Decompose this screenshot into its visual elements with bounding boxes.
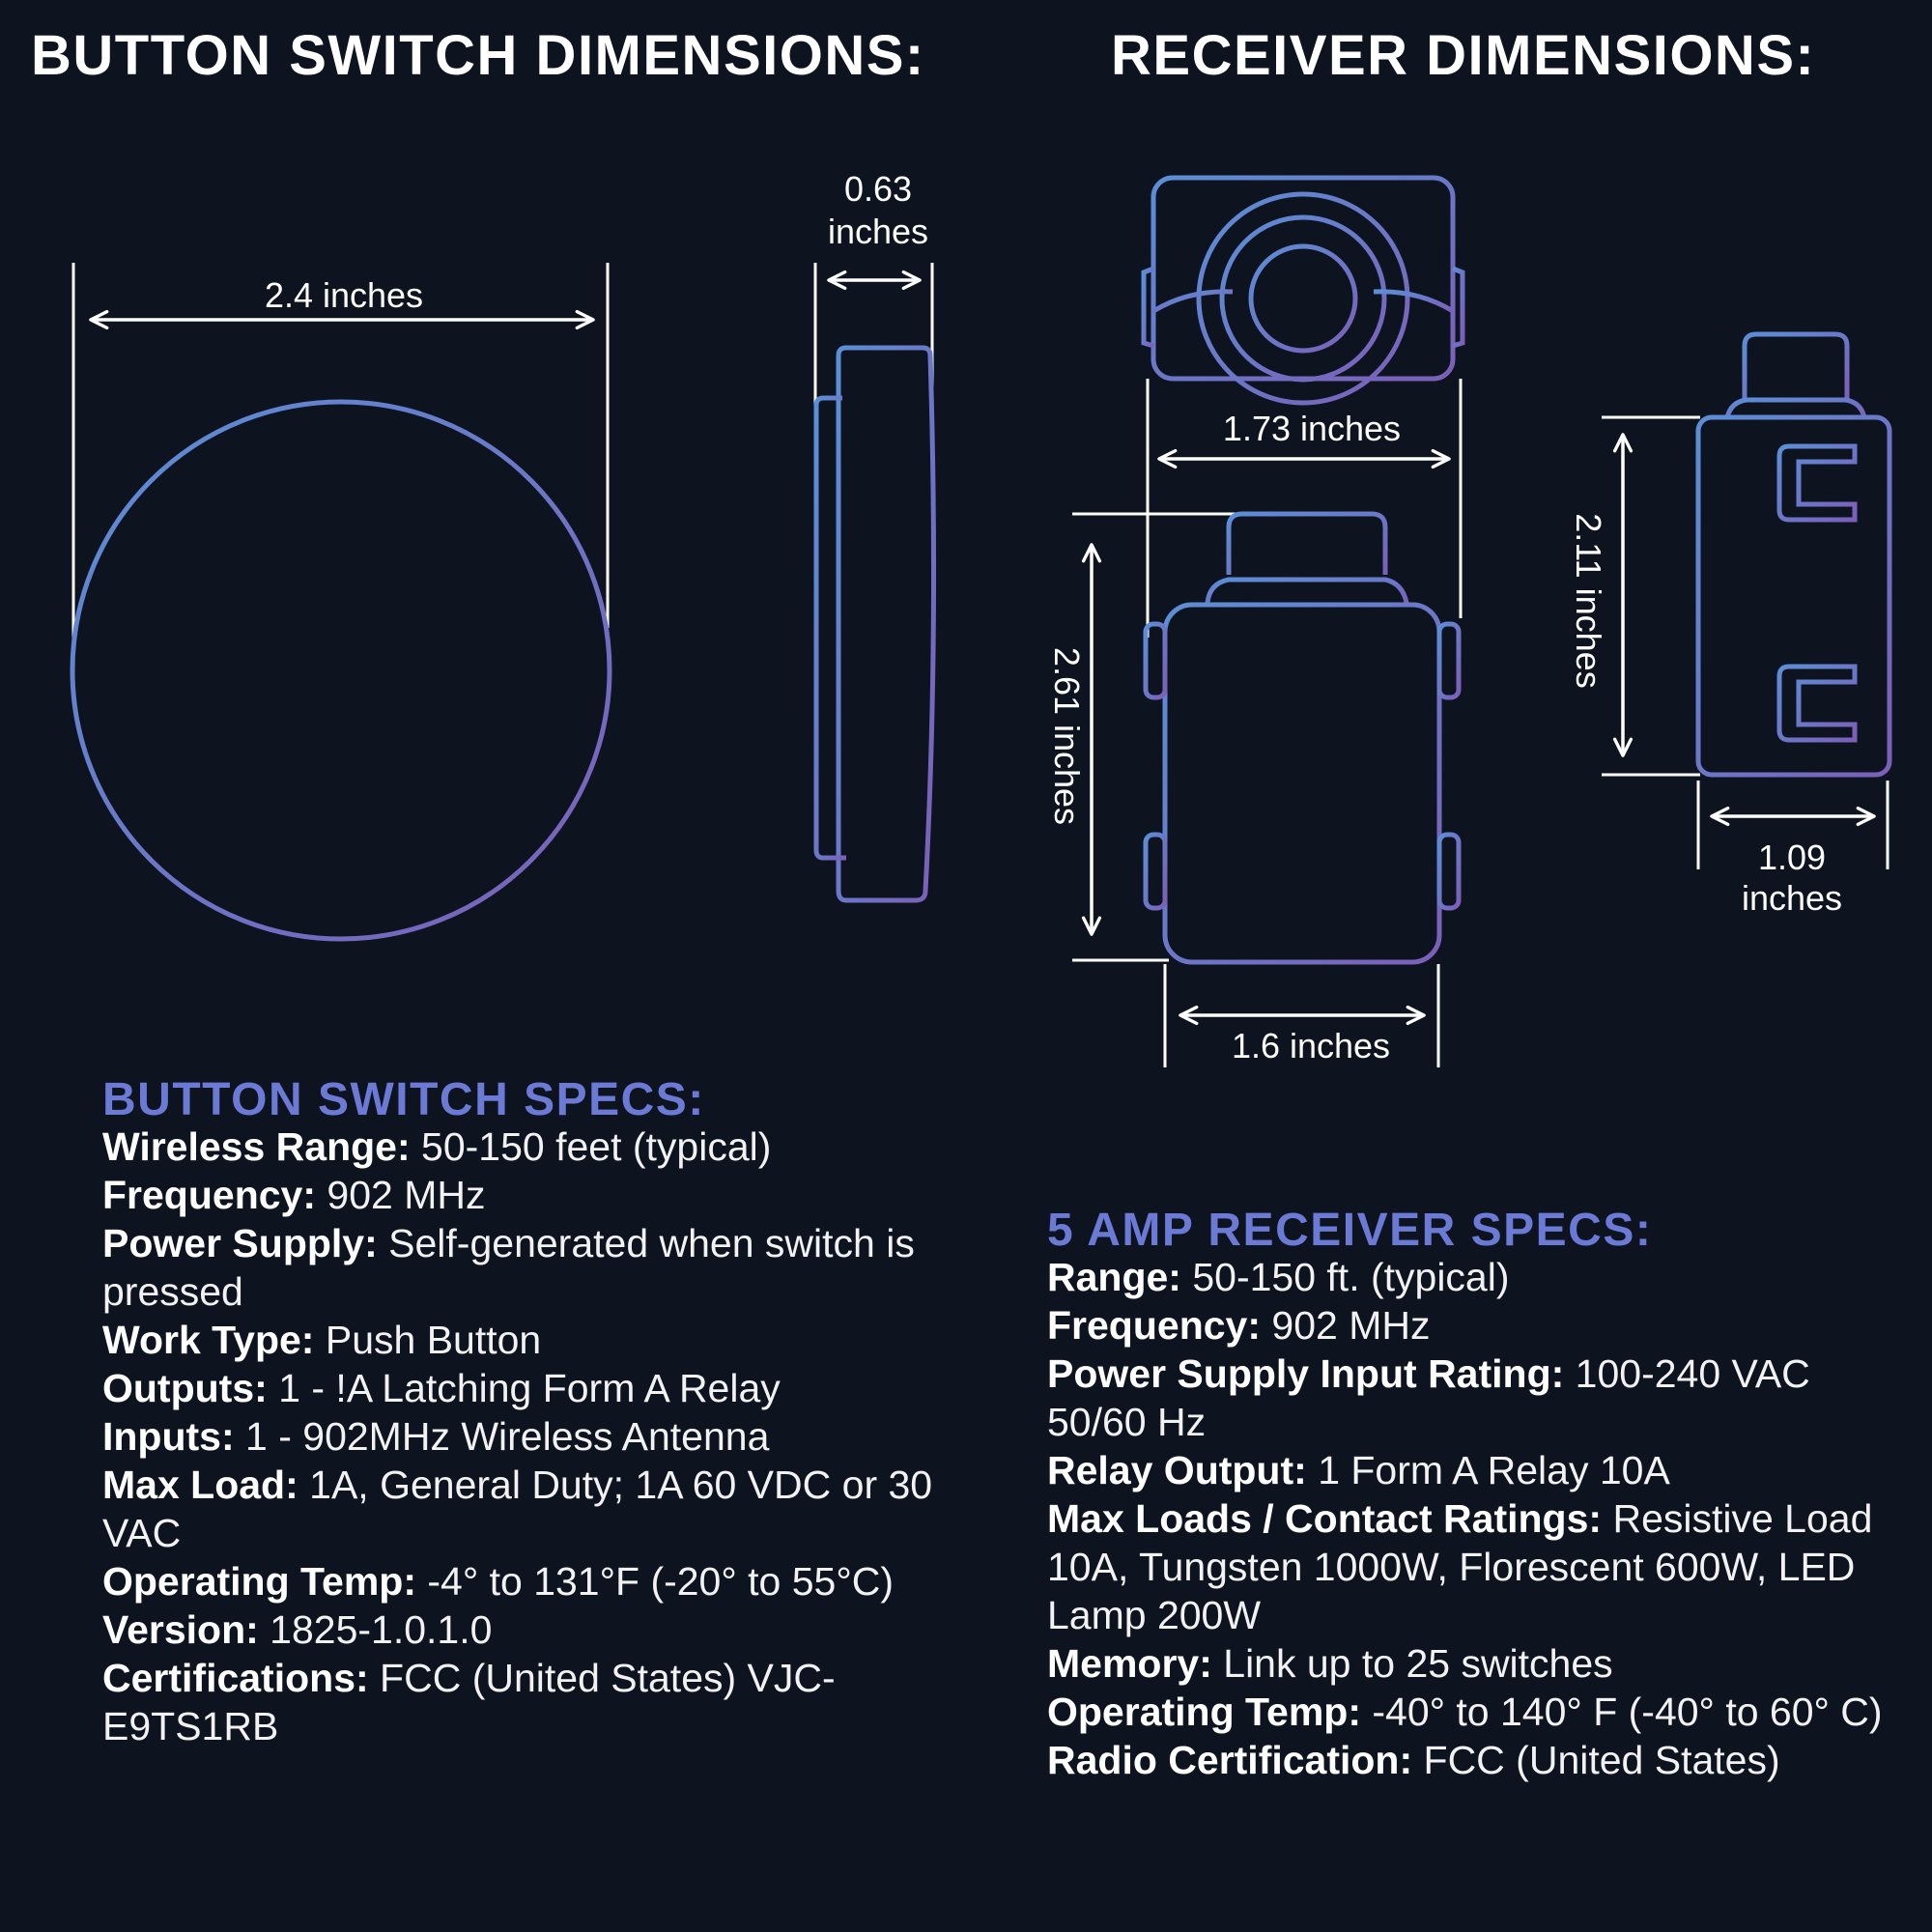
spec-value: 1 - !A Latching Form A Relay: [267, 1366, 781, 1410]
button-thickness-unit: inches: [828, 212, 928, 251]
spec-label: Outputs:: [102, 1366, 268, 1410]
spec-label: Memory:: [1047, 1641, 1212, 1686]
spec-label: Max Load:: [102, 1463, 298, 1507]
receiver-front-view: 2.61 inches 1.6 inches: [1047, 511, 1462, 1067]
spec-value: -4° to 131°F (-20° to 55°C): [415, 1559, 894, 1604]
spec-row: Certifications: FCC (United States) VJC-…: [102, 1654, 933, 1750]
spec-label: Max Loads / Contact Ratings:: [1047, 1496, 1603, 1541]
spec-row: Relay Output: 1 Form A Relay 10A: [1047, 1446, 1897, 1494]
button-specs: BUTTON SWITCH SPECS: Wireless Range: 50-…: [102, 1072, 933, 1750]
spec-value: -40° to 140° F (-40° to 60° C): [1360, 1690, 1883, 1734]
button-side-view: 0.63 inches: [813, 169, 937, 903]
spec-value: FCC (United States): [1412, 1738, 1780, 1782]
spec-label: Power Supply:: [102, 1221, 378, 1265]
button-thickness-value: 0.63: [844, 169, 912, 209]
spec-row: Inputs: 1 - 902MHz Wireless Antenna: [102, 1412, 933, 1461]
spec-value: FCC (United States) VJC-E9TS1RB: [102, 1656, 836, 1748]
spec-value: 50-150 feet (typical): [410, 1124, 772, 1169]
spec-value: 1825-1.0.1.0: [258, 1607, 493, 1652]
receiver-side-view: 2.11 inches 1.09 inches: [1569, 331, 1892, 918]
spec-row: Power Supply: Self-generated when switch…: [102, 1219, 933, 1316]
spec-label: Operating Temp:: [1047, 1690, 1361, 1734]
button-dimensions-heading: BUTTON SWITCH DIMENSIONS:: [31, 24, 925, 87]
spec-row: Frequency: 902 MHz: [102, 1171, 933, 1219]
spec-value: 100-240 VAC 50/60 Hz: [1047, 1351, 1810, 1444]
spec-value: 50-150 ft. (typical): [1180, 1255, 1510, 1299]
spec-value: Resistive Load 10A, Tungsten 1000W, Flor…: [1047, 1496, 1873, 1637]
spec-row: Wireless Range: 50-150 feet (typical): [102, 1122, 933, 1171]
receiver-specs-title: 5 AMP RECEIVER SPECS:: [1047, 1205, 1653, 1256]
spec-row: Memory: Link up to 25 switches: [1047, 1639, 1897, 1688]
spec-label: Inputs:: [102, 1414, 235, 1459]
spec-row: Max Loads / Contact Ratings: Resistive L…: [1047, 1494, 1897, 1639]
spec-label: Wireless Range:: [102, 1124, 411, 1169]
spec-row: Work Type: Push Button: [102, 1316, 933, 1364]
spec-label: Version:: [102, 1607, 259, 1652]
spec-value: Link up to 25 switches: [1211, 1641, 1613, 1686]
button-front-view: 2.4 inches: [70, 263, 612, 942]
spec-label: Certifications:: [102, 1656, 369, 1700]
receiver-top-view: 1.73 inches: [1141, 175, 1465, 638]
spec-value: 902 MHz: [1261, 1303, 1431, 1348]
receiver-height-label: 2.61 inches: [1047, 647, 1087, 825]
spec-value: 1 - 902MHz Wireless Antenna: [234, 1414, 770, 1459]
spec-row: Radio Certification: FCC (United States): [1047, 1736, 1897, 1784]
spec-row: Frequency: 902 MHz: [1047, 1301, 1897, 1350]
spec-label: Range:: [1047, 1255, 1181, 1299]
receiver-depth-value: 1.09: [1758, 838, 1826, 877]
receiver-specs: 5 AMP RECEIVER SPECS: Range: 50-150 ft. …: [1047, 1203, 1897, 1784]
spec-value: 902 MHz: [316, 1173, 486, 1217]
spec-label: Frequency:: [102, 1173, 316, 1217]
spec-label: Relay Output:: [1047, 1448, 1307, 1492]
receiver-depth-unit: inches: [1742, 878, 1842, 918]
spec-row: Operating Temp: -40° to 140° F (-40° to …: [1047, 1688, 1897, 1736]
receiver-specs-list: Range: 50-150 ft. (typical)Frequency: 90…: [1047, 1253, 1897, 1784]
spec-row: Outputs: 1 - !A Latching Form A Relay: [102, 1364, 933, 1412]
spec-row: Operating Temp: -4° to 131°F (-20° to 55…: [102, 1557, 933, 1605]
spec-label: Frequency:: [1047, 1303, 1261, 1348]
spec-row: Max Load: 1A, General Duty; 1A 60 VDC or…: [102, 1461, 933, 1557]
button-specs-list: Wireless Range: 50-150 feet (typical)Fre…: [102, 1122, 933, 1750]
receiver-dimensions-heading: RECEIVER DIMENSIONS:: [1111, 24, 1816, 87]
button-specs-title: BUTTON SWITCH SPECS:: [102, 1074, 705, 1125]
button-width-label: 2.4 inches: [265, 275, 423, 315]
dimension-drawings: 2.4 inches 0.63 inches 1.73 inches 2.61 …: [70, 169, 1892, 1067]
receiver-side-height-label: 2.11 inches: [1569, 513, 1608, 688]
spec-label: Radio Certification:: [1047, 1738, 1413, 1782]
receiver-bottom-width-label: 1.6 inches: [1232, 1026, 1390, 1065]
spec-label: Work Type:: [102, 1318, 315, 1362]
spec-value: 1A, General Duty; 1A 60 VDC or 30 VAC: [102, 1463, 933, 1555]
spec-value: Self-generated when switch is pressed: [102, 1221, 915, 1314]
spec-label: Power Supply Input Rating:: [1047, 1351, 1565, 1396]
receiver-top-width-label: 1.73 inches: [1223, 409, 1401, 448]
spec-label: Operating Temp:: [102, 1559, 416, 1604]
spec-row: Version: 1825-1.0.1.0: [102, 1605, 933, 1654]
spec-value: Push Button: [314, 1318, 542, 1362]
spec-row: Range: 50-150 ft. (typical): [1047, 1253, 1897, 1301]
button-circle: [70, 399, 612, 942]
spec-row: Power Supply Input Rating: 100-240 VAC 5…: [1047, 1350, 1897, 1446]
spec-value: 1 Form A Relay 10A: [1306, 1448, 1670, 1492]
